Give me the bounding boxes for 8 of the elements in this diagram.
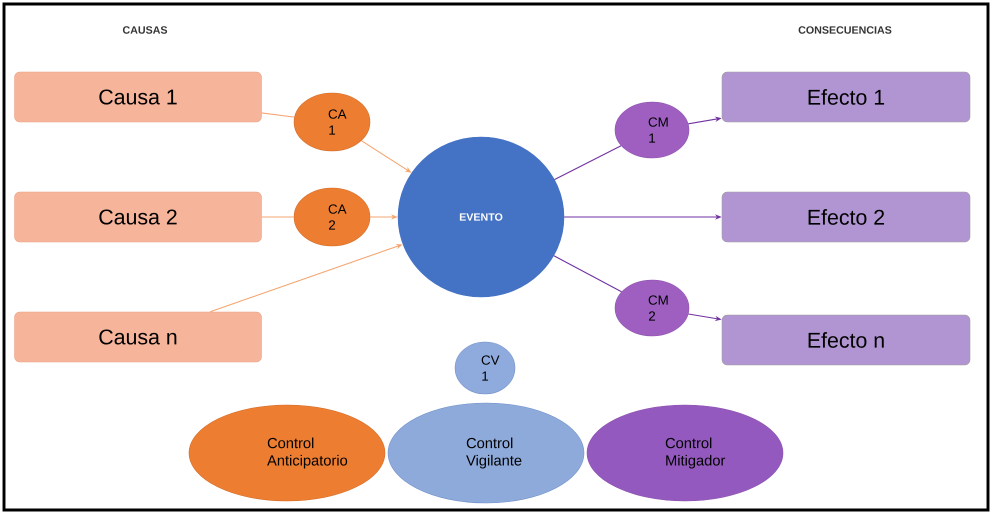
- process-box: Efecto n: [722, 314, 970, 366]
- column-heading: CONSECUENCIAS: [798, 26, 892, 34]
- process-box: Causa 2: [14, 192, 262, 242]
- process-box: Causa n: [14, 312, 262, 362]
- process-box: Efecto 1: [722, 72, 970, 122]
- process-box: Efecto 2: [722, 192, 970, 242]
- process-box: Causa 1: [14, 72, 262, 122]
- column-heading: CAUSAS: [122, 26, 168, 34]
